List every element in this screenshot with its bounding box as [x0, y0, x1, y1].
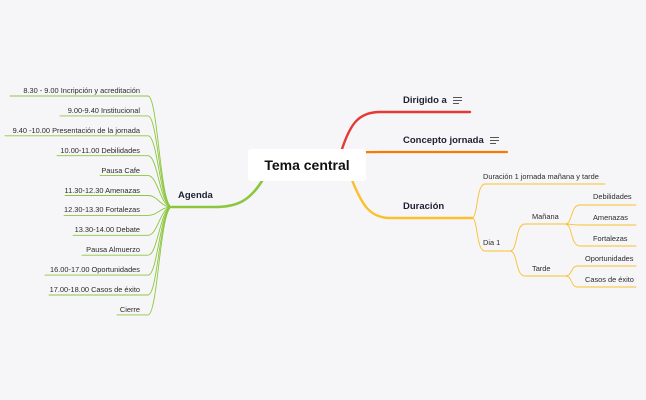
concepto-label: Concepto jornada [403, 135, 484, 146]
agenda-branch [170, 179, 264, 209]
summary-line [471, 183, 606, 219]
agenda-item-line [63, 206, 173, 216]
tarde-item[interactable]: Casos de éxito [585, 275, 634, 284]
agenda-item-line [64, 195, 173, 208]
dia-node[interactable]: Dia 1 [483, 238, 501, 247]
concepto-topic[interactable]: Concepto jornada [403, 135, 499, 146]
note-icon[interactable] [452, 96, 462, 105]
manana-item-line [564, 223, 637, 247]
agenda-item-line [59, 115, 173, 208]
agenda-item[interactable]: 10.00-11.00 Debilidades [60, 145, 140, 155]
agenda-item[interactable]: 9.40 -10.00 Presentación de la jornada [12, 125, 140, 135]
manana-item-line [564, 204, 637, 225]
agenda-topic[interactable]: Agenda [178, 190, 213, 201]
tarde-item[interactable]: Oportunidades [585, 254, 634, 263]
agenda-item[interactable]: 16.00-17.00 Oportunidades [50, 265, 140, 275]
agenda-item[interactable]: 8.30 - 9.00 Incripción y acreditación [23, 86, 140, 95]
tarde-item-line [564, 275, 637, 288]
agenda-item-line [4, 135, 173, 208]
agenda-item[interactable]: 9.00-9.40 Institucional [67, 105, 140, 115]
agenda-branch-lines [4, 95, 264, 316]
note-icon[interactable] [489, 136, 499, 145]
manana-node[interactable]: Mañana [532, 212, 559, 221]
manana-line [509, 223, 566, 252]
agenda-item[interactable]: 13.30-14.00 Debate [74, 225, 140, 235]
manana-item[interactable]: Fortalezas [593, 234, 628, 243]
manana-item-line [564, 223, 637, 226]
tarde-node[interactable]: Tarde [532, 264, 551, 273]
duracion-topic[interactable]: Duración [403, 201, 445, 212]
central-topic[interactable]: Tema central [248, 149, 366, 181]
agenda-item-line [56, 155, 173, 208]
agenda-item[interactable]: Pausa Almuerzo [86, 245, 140, 255]
dirigido-branch [340, 110, 472, 151]
agenda-item[interactable]: 17.00-18.00 Casos de éxito [49, 285, 140, 294]
concepto-branch [348, 148, 509, 154]
manana-item[interactable]: Debilidades [593, 192, 632, 201]
agenda-item[interactable]: 12.30-13.30 Fortalezas [63, 205, 140, 215]
duracion-branch [350, 178, 474, 220]
dirigido-topic[interactable]: Dirigido a [403, 95, 462, 106]
agenda-item-line [9, 95, 173, 208]
agenda-item[interactable]: 11.30-12.30 Amenazas [64, 185, 140, 195]
right-branch-lines [340, 110, 637, 288]
duracion-summary[interactable]: Duración 1 jornada mañana y tarde [483, 172, 599, 181]
agenda-item[interactable]: Cierre [119, 304, 140, 314]
agenda-item-line [99, 175, 173, 208]
dia-line [471, 217, 511, 252]
manana-item[interactable]: Amenazas [593, 213, 628, 222]
agenda-item-line [116, 206, 173, 316]
agenda-item[interactable]: Pausa Cafe [101, 165, 140, 175]
dirigido-label: Dirigido a [403, 95, 447, 106]
agenda-item-line [81, 206, 173, 256]
tarde-line [509, 250, 566, 277]
tarde-item-line [564, 265, 637, 277]
